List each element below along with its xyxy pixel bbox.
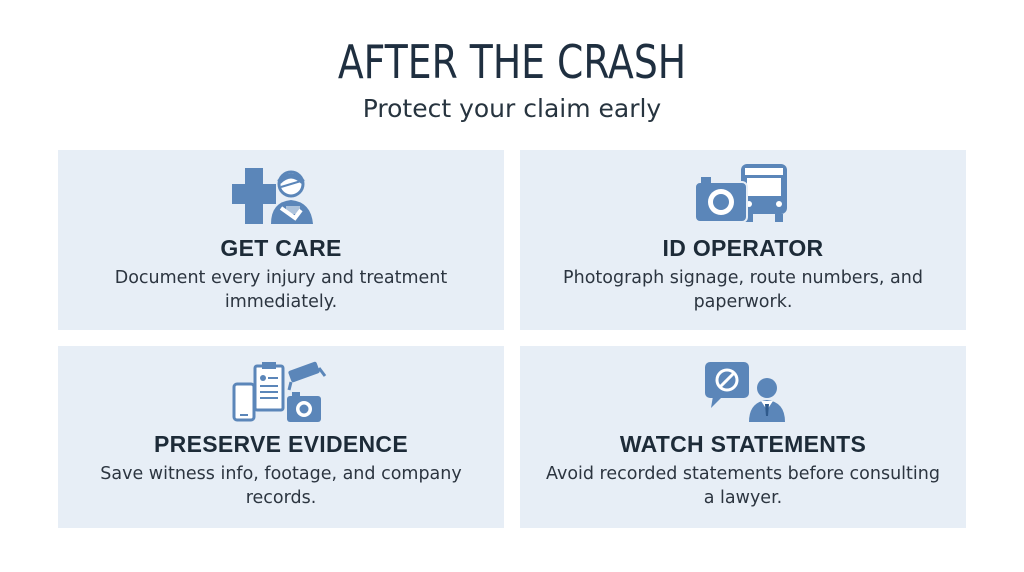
card-id-operator: ID OPERATOR Photograph signage, route nu… [520,150,966,330]
no-statement-lawyer-icon [520,358,966,424]
card-description: Photograph signage, route numbers, and p… [563,268,923,312]
card-get-care: GET CARE Document every injury and treat… [58,150,504,330]
card-title: WATCH STATEMENTS [619,431,867,457]
medical-care-icon [58,162,504,228]
card-title: ID OPERATOR [662,235,824,261]
card-title: GET CARE [220,235,342,261]
card-preserve-evidence: PRESERVE EVIDENCE Save witness info, foo… [58,346,504,528]
evidence-icon [58,358,504,424]
card-description: Document every injury and treatment imme… [114,268,448,312]
card-description: Save witness info, footage, and company … [100,464,462,508]
page-title: AFTER THE CRASH [337,35,687,89]
card-watch-statements: WATCH STATEMENTS Avoid recorded statemen… [520,346,966,528]
card-description: Avoid recorded statements before consult… [546,464,940,508]
page-subtitle: Protect your claim early [362,94,662,123]
camera-bus-icon [520,162,966,228]
card-title: PRESERVE EVIDENCE [154,431,408,457]
